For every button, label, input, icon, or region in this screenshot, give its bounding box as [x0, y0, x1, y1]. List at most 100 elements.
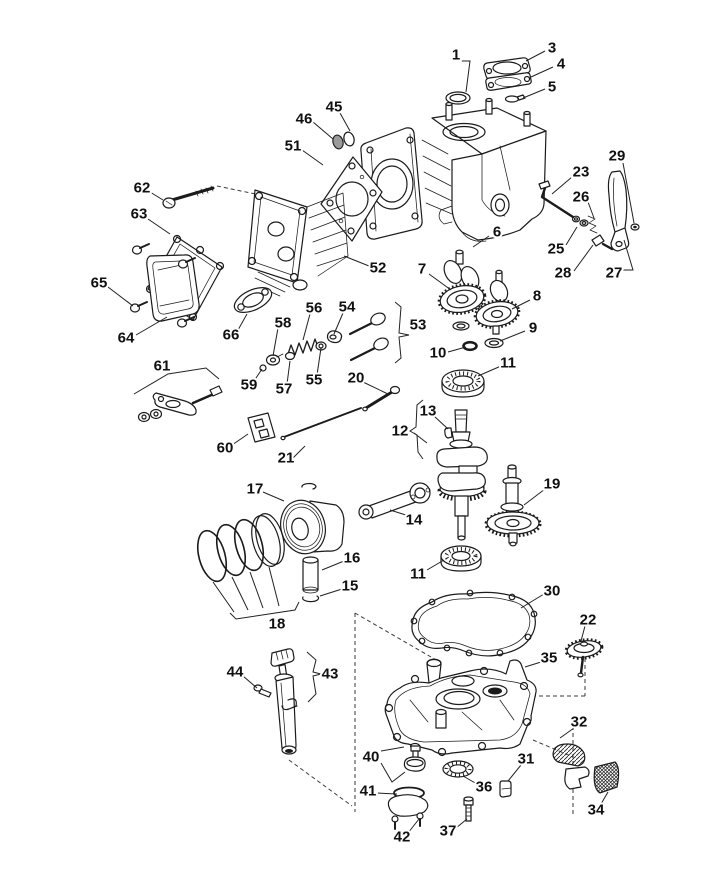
- guide-plate-60: [247, 412, 276, 443]
- part-number-label: 28: [555, 265, 572, 282]
- part-number-label: 23: [573, 164, 590, 181]
- diagram-artwork: [129, 57, 640, 830]
- part-callout-31: 31: [507, 749, 536, 782]
- part-number-label: 18: [269, 616, 286, 633]
- piston-rings-18: [196, 513, 285, 583]
- filter-screen-34: [593, 761, 620, 794]
- part-number-label: 31: [518, 751, 535, 768]
- part-number-label: 41: [360, 783, 377, 800]
- ball-bearing-11-lower: [440, 545, 482, 572]
- part-number-label: 29: [609, 148, 626, 165]
- part-callout-3: 3: [525, 38, 558, 62]
- part-callout-46: 46: [294, 109, 334, 140]
- part-callout-29: 29: [607, 146, 635, 224]
- part-callout-10: 10: [428, 343, 467, 364]
- part-number-label: 9: [529, 320, 537, 337]
- bolt-37: [463, 796, 474, 822]
- part-number-label: 56: [306, 300, 323, 317]
- part-number-label: 45: [326, 99, 343, 116]
- part-number-label: 13: [420, 403, 437, 420]
- part-callout-35: 35: [524, 648, 559, 669]
- part-callout-32: 32: [559, 712, 589, 739]
- part-callout-7: 7: [416, 259, 452, 291]
- part-number-label: 37: [440, 823, 457, 840]
- part-callout-6: 6: [472, 222, 503, 248]
- part-callout-15: 15: [319, 576, 360, 597]
- part-number-label: 51: [285, 138, 302, 155]
- circlip-15: [301, 595, 320, 603]
- part-callout-52: 52: [343, 255, 388, 279]
- part-number-label: 10: [430, 345, 447, 362]
- part-callout-12: 12: [390, 399, 428, 460]
- oil-seal-1: [445, 91, 471, 105]
- part-number-label: 57: [276, 381, 293, 398]
- part-callout-61: 61: [133, 356, 220, 395]
- crankshaft-12: [436, 409, 488, 541]
- part-number-label: 55: [306, 372, 323, 389]
- part-number-label: 26: [573, 189, 590, 206]
- reed-valve-5: [504, 94, 526, 103]
- part-callout-51: 51: [283, 136, 324, 166]
- part-callout-37: 37: [438, 818, 468, 842]
- part-callout-25: 25: [546, 226, 578, 260]
- cover-screws-65: [129, 243, 196, 328]
- part-callout-28: 28: [553, 244, 594, 284]
- part-number-label: 12: [392, 423, 409, 440]
- part-callout-9: 9: [499, 318, 539, 342]
- part-callout-44: 44: [225, 662, 258, 689]
- part-callout-63: 63: [129, 204, 171, 235]
- push-rod-20: [362, 385, 401, 412]
- part-number-label: 62: [134, 180, 151, 197]
- part-callout-58: 58: [272, 313, 293, 357]
- valves-53: [348, 312, 389, 362]
- governor-linkage: [538, 170, 640, 252]
- part-callout-66: 66: [221, 313, 248, 346]
- part-number-label: 20: [348, 370, 365, 387]
- part-callout-30: 30: [520, 581, 562, 609]
- part-number-label: 40: [363, 749, 380, 766]
- part-number-label: 46: [296, 111, 313, 128]
- part-number-label: 25: [548, 241, 565, 258]
- part-number-label: 58: [275, 315, 292, 332]
- part-callout-40: 40: [361, 747, 406, 783]
- part-callout-17: 17: [245, 479, 285, 502]
- dipstick-43: [270, 648, 298, 755]
- part-callout-62: 62: [132, 178, 164, 201]
- connecting-rod-14: [358, 482, 431, 520]
- part-number-label: 16: [344, 550, 361, 567]
- part-number-label: 63: [131, 206, 148, 223]
- part-number-label: 22: [580, 612, 597, 629]
- part-number-label: 66: [223, 327, 240, 344]
- drain-plug-40: [403, 742, 426, 772]
- part-number-label: 15: [342, 578, 359, 595]
- valve-spring-group: [259, 330, 343, 372]
- part-number-label: 1: [452, 47, 460, 64]
- part-number-label: 11: [500, 355, 516, 372]
- part-callout-54: 54: [333, 297, 358, 335]
- part-number-label: 65: [91, 275, 108, 292]
- part-number-label: 7: [418, 261, 426, 278]
- piston-17: [280, 482, 345, 555]
- woodruff-key-13: [444, 427, 453, 439]
- part-number-label: 5: [548, 79, 556, 96]
- part-number-label: 36: [476, 779, 493, 796]
- part-number-label: 11: [410, 566, 426, 583]
- part-number-label: 30: [544, 583, 561, 600]
- part-callout-42: 42: [392, 818, 420, 848]
- part-number-label: 32: [571, 714, 588, 731]
- part-number-label: 17: [247, 481, 264, 498]
- exhaust-gasket-66: [233, 287, 273, 313]
- part-callout-1: 1: [450, 45, 471, 93]
- part-number-label: 4: [557, 56, 566, 73]
- breather-baffle-32: [552, 743, 590, 790]
- part-callout-16: 16: [321, 548, 362, 571]
- part-number-label: 61: [154, 358, 171, 375]
- part-number-label: 42: [394, 829, 411, 846]
- part-callout-22: 22: [578, 610, 598, 642]
- head-bolt-62: [162, 185, 215, 209]
- part-callout-21: 21: [276, 445, 306, 469]
- part-callout-11: 11: [408, 559, 445, 585]
- washer-9: [484, 337, 504, 349]
